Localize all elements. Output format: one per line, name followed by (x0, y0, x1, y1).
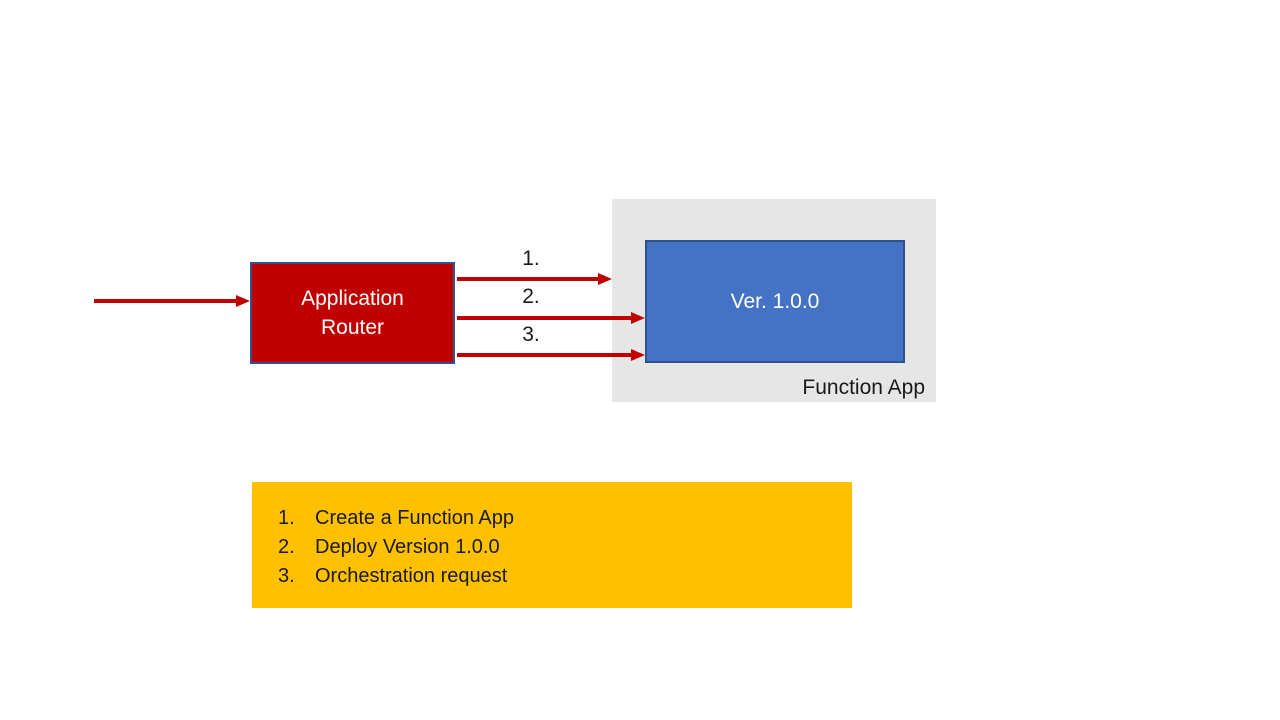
step-1-label: 1. (522, 247, 540, 270)
legend-item: 2. Deploy Version 1.0.0 (278, 533, 852, 562)
legend-item: 1. Create a Function App (278, 504, 852, 533)
arrow-shaft (457, 353, 634, 357)
legend-item-text: Orchestration request (315, 565, 508, 587)
step-1-arrow (457, 273, 612, 285)
legend-item-text: Create a Function App (315, 507, 515, 529)
arrow-shaft (94, 299, 239, 303)
legend-item: 3. Orchestration request (278, 562, 852, 591)
incoming-request-arrow (94, 295, 250, 307)
legend-item-text: Deploy Version 1.0.0 (315, 536, 500, 558)
arrow-shaft (457, 277, 601, 281)
step-3-label: 3. (522, 323, 540, 346)
router-label-line2: Router (320, 316, 385, 339)
application-router-box: Application Router (250, 262, 455, 364)
step-3-arrow (457, 349, 645, 361)
legend-item-number: 1. (278, 507, 295, 529)
function-app-label: Function App (802, 376, 925, 399)
version-box: Ver. 1.0.0 (645, 240, 905, 363)
step-2-label: 2. (522, 285, 540, 308)
arrow-shaft (457, 316, 634, 320)
legend-item-number: 3. (278, 565, 295, 587)
arrow-head-icon (236, 295, 250, 307)
arrow-head-icon (631, 349, 645, 361)
legend-box: 1. Create a Function App 2. Deploy Versi… (252, 482, 852, 608)
arrow-head-icon (598, 273, 612, 285)
version-label: Ver. 1.0.0 (730, 289, 820, 313)
arrow-head-icon (631, 312, 645, 324)
legend-item-number: 2. (278, 536, 295, 558)
router-label-line1: Application (301, 287, 404, 310)
step-2-arrow (457, 312, 645, 324)
